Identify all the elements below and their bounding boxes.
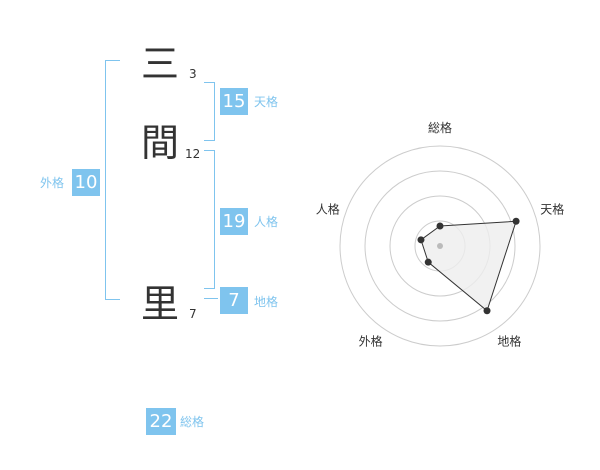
radar-data-point (436, 222, 444, 230)
radar-ring (339, 145, 541, 347)
stroke-count-3: 7 (189, 307, 197, 321)
tenkaku-bracket (204, 82, 215, 141)
chikaku-value: 7 (220, 287, 248, 314)
soukaku-label: 総格 (180, 415, 205, 429)
gaikaku-bracket (105, 60, 120, 300)
radar-axis-label: 外格 (359, 333, 383, 348)
name-char-2: 間 (141, 121, 180, 165)
stroke-count-2: 12 (185, 147, 201, 161)
gaikaku-label: 外格 (40, 176, 65, 190)
radar-polygon (420, 220, 517, 312)
chikaku-connector (204, 298, 218, 299)
radar-axis-label: 総格 (428, 120, 452, 135)
chikaku-label: 地格 (254, 295, 279, 309)
radar-data-point (417, 236, 425, 244)
tenkaku-label: 天格 (254, 95, 279, 109)
radar-axis-label: 地格 (497, 333, 521, 348)
name-char-1: 三 (141, 42, 180, 86)
radar-axis-label: 天格 (540, 202, 564, 217)
radar-data-point (424, 258, 432, 266)
jinkaku-value: 19 (220, 208, 248, 235)
jinkaku-bracket (204, 150, 215, 289)
radar-data-point (512, 217, 520, 225)
radar-axis-label: 人格 (316, 202, 340, 217)
radar-ring (364, 170, 516, 322)
name-char-3: 里 (141, 282, 180, 326)
soukaku-value: 22 (146, 408, 176, 435)
radar-center-point (437, 243, 443, 249)
jinkaku-label: 人格 (254, 215, 279, 229)
tenkaku-value: 15 (220, 88, 248, 115)
gaikaku-value: 10 (72, 169, 100, 196)
stroke-count-1: 3 (189, 67, 197, 81)
radar-data-point (483, 307, 491, 315)
